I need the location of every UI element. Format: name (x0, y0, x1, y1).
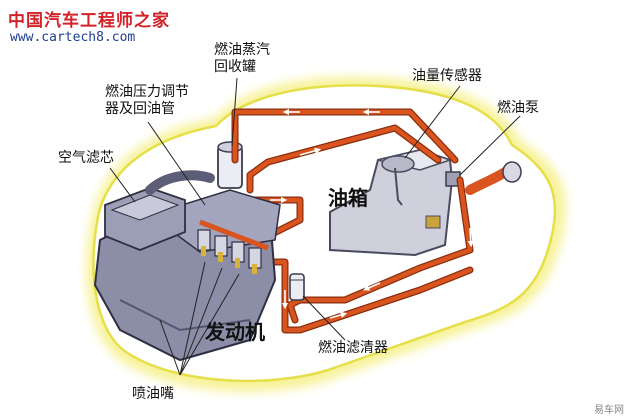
label-injectors: 喷油嘴 (132, 386, 174, 402)
leader-lines (109, 77, 521, 376)
label-engine: 发动机 (205, 320, 265, 344)
fuel-pump-shape (445, 161, 522, 195)
label-fuel-level-sensor: 油量传感器 (412, 68, 482, 84)
label-fuel-filter: 燃油滤清器 (318, 340, 388, 356)
fuel-filter-shape (289, 273, 305, 301)
label-vapor-canister-line1: 燃油蒸汽 (214, 42, 270, 58)
label-fuel-tank: 油箱 (328, 186, 368, 210)
label-pressure-regulator-line2: 器及回油管 (105, 101, 175, 117)
watermark-title: 中国汽车工程师之家 (8, 11, 170, 31)
watermark-corner: 易车网 (594, 405, 624, 416)
label-vapor-canister: 燃油蒸汽 回收罐 (214, 42, 270, 76)
flow-arrows (270, 108, 474, 319)
fuel-lines (201, 108, 474, 334)
label-pressure-regulator-line1: 燃油压力调节 (105, 84, 189, 100)
watermark-url: www.cartech8.com (10, 30, 136, 45)
label-pressure-regulator: 燃油压力调节 器及回油管 (105, 84, 189, 118)
air-filter-shape (104, 170, 215, 251)
fuel-tank-shape (329, 148, 454, 257)
label-vapor-canister-line2: 回收罐 (214, 59, 256, 75)
label-fuel-pump: 燃油泵 (497, 100, 539, 116)
label-air-filter: 空气滤芯 (58, 150, 114, 166)
